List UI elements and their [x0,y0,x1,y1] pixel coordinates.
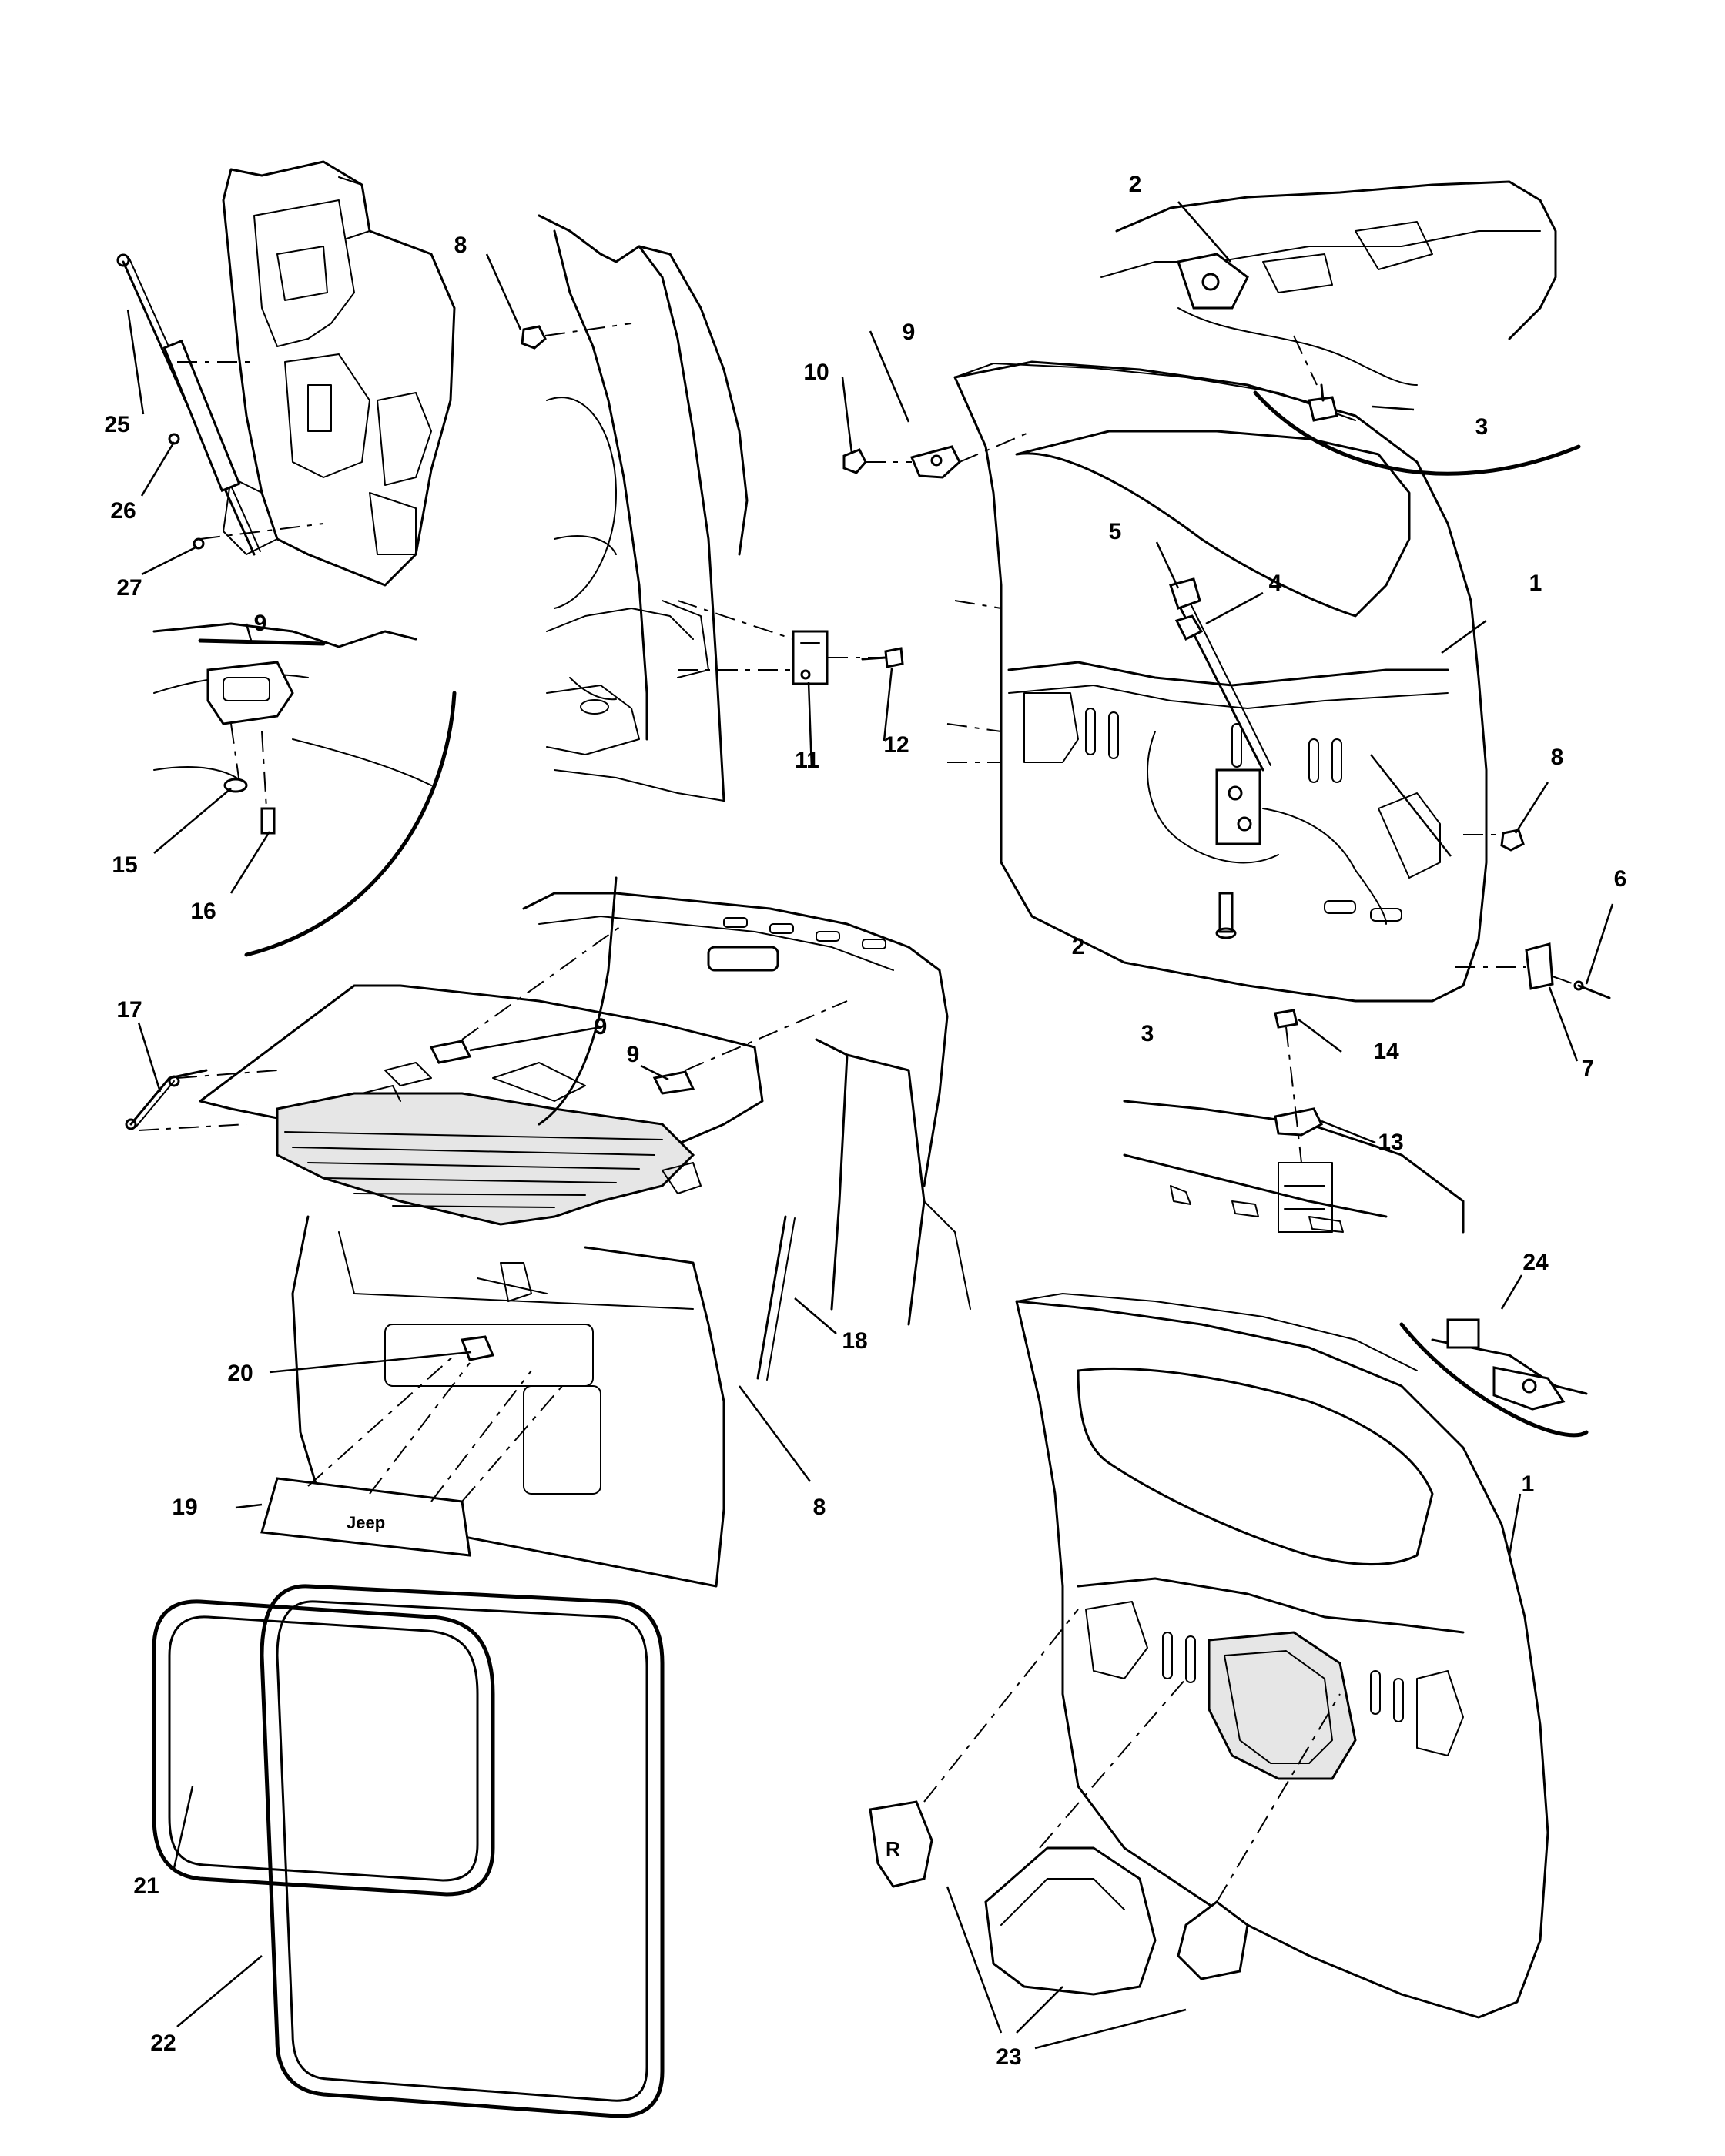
striker-inset [1123,1009,1465,1234]
callout-16: 16 [190,899,216,924]
callout-2: 2 [1128,172,1142,197]
callout-6: 6 [1613,866,1627,892]
callout-9: 9 [253,611,267,636]
liftgate-trim-view: R [869,1293,1589,2019]
callout-1: 1 [1529,571,1542,596]
callout-21: 21 [133,1873,159,1899]
callout-26: 26 [110,498,136,524]
callout-23: 23 [996,2044,1022,2070]
callout-22: 22 [150,2030,176,2056]
callout-9: 9 [902,320,916,345]
callout-25: 25 [104,412,130,437]
leader-lines [126,201,1614,2050]
callout-12: 12 [883,732,909,758]
callout-14: 14 [1373,1039,1399,1064]
callout-15: 15 [112,852,138,878]
rear-glass-view: Jeep [125,876,971,1588]
callout-11: 11 [795,748,819,773]
callout-9: 9 [594,1014,608,1040]
callout-2: 2 [1071,934,1085,959]
liftgate-inner-view [842,360,1611,1003]
callout-24: 24 [1522,1250,1549,1275]
body-opening-view [521,214,904,802]
callout-27: 27 [116,575,142,601]
callout-18: 18 [842,1328,868,1354]
latch-inset [1100,180,1581,476]
callout-8: 8 [812,1495,826,1520]
callout-8: 8 [1550,745,1564,770]
callout-5: 5 [1108,519,1122,544]
callout-3: 3 [1141,1021,1154,1046]
callout-8: 8 [454,233,467,258]
cover-glyph: R [886,1837,900,1860]
callout-9: 9 [626,1042,640,1067]
callout-7: 7 [1581,1056,1595,1081]
callout-1: 1 [1521,1471,1535,1497]
cylinder-inset [152,622,457,957]
callout-19: 19 [172,1495,198,1520]
callout-13: 13 [1378,1130,1404,1155]
callout-10: 10 [803,360,829,385]
jeep-badge-text: Jeep [347,1513,385,1532]
d-pillar-view [116,160,456,587]
callout-4: 4 [1268,571,1282,596]
callout-20: 20 [227,1361,253,1386]
weatherstrips [152,1584,665,2118]
callout-17: 17 [116,997,142,1023]
callout-3: 3 [1475,414,1489,440]
